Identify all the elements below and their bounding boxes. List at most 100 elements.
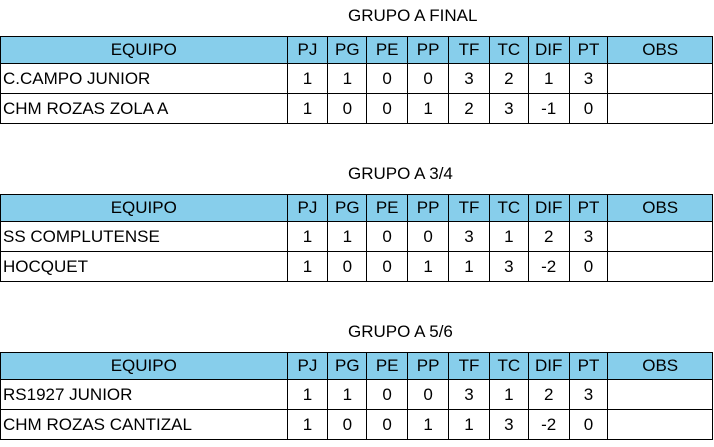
cell-dif: 2 bbox=[527, 379, 570, 410]
header-dif: DIF bbox=[527, 36, 570, 64]
table-row: CHM ROZAS ZOLA A 1 0 0 1 2 3 -1 0 bbox=[0, 93, 713, 124]
header-equipo: EQUIPO bbox=[0, 352, 288, 380]
standings-table: EQUIPO PJ PG PE PP TF TC DIF PT OBS C.CA… bbox=[0, 36, 713, 124]
header-tc: TC bbox=[488, 36, 529, 64]
cell-pg: 1 bbox=[327, 63, 368, 94]
cell-pe: 0 bbox=[366, 409, 409, 440]
table-header-row: EQUIPO PJ PG PE PP TF TC DIF PT OBS bbox=[0, 352, 713, 380]
header-pp: PP bbox=[407, 36, 450, 64]
cell-dif: -2 bbox=[527, 409, 570, 440]
header-tc: TC bbox=[488, 194, 529, 222]
cell-tc: 1 bbox=[488, 221, 529, 252]
cell-pg: 1 bbox=[327, 221, 368, 252]
cell-dif: 1 bbox=[527, 63, 570, 94]
table-row: C.CAMPO JUNIOR 1 1 0 0 3 2 1 3 bbox=[0, 63, 713, 94]
cell-tc: 3 bbox=[488, 93, 529, 124]
cell-pe: 0 bbox=[366, 221, 409, 252]
header-pt: PT bbox=[568, 194, 609, 222]
cell-tf: 1 bbox=[448, 251, 490, 282]
header-pe: PE bbox=[366, 36, 409, 64]
cell-pg: 0 bbox=[327, 93, 368, 124]
cell-team: SS COMPLUTENSE bbox=[0, 221, 288, 252]
header-pp: PP bbox=[407, 194, 450, 222]
header-tc: TC bbox=[488, 352, 529, 380]
cell-tf: 3 bbox=[448, 221, 490, 252]
header-pg: PG bbox=[327, 36, 368, 64]
header-tf: TF bbox=[448, 194, 490, 222]
header-pg: PG bbox=[327, 194, 368, 222]
cell-pg: 0 bbox=[327, 251, 368, 282]
cell-pj: 1 bbox=[286, 379, 329, 410]
header-pj: PJ bbox=[286, 194, 329, 222]
group-title-text: GRUPO A 5/6 bbox=[348, 322, 453, 341]
cell-dif: 2 bbox=[527, 221, 570, 252]
cell-pt: 0 bbox=[568, 251, 609, 282]
cell-pj: 1 bbox=[286, 251, 329, 282]
cell-tc: 3 bbox=[488, 409, 529, 440]
cell-pe: 0 bbox=[366, 63, 409, 94]
cell-pg: 1 bbox=[327, 379, 368, 410]
header-pg: PG bbox=[327, 352, 368, 380]
cell-pp: 1 bbox=[407, 251, 450, 282]
group-title: GRUPO A FINAL bbox=[0, 5, 714, 27]
header-obs: OBS bbox=[607, 36, 713, 64]
header-dif: DIF bbox=[527, 194, 570, 222]
cell-pp: 0 bbox=[407, 63, 450, 94]
table-row: RS1927 JUNIOR 1 1 0 0 3 1 2 3 bbox=[0, 379, 713, 410]
group-title: GRUPO A 5/6 bbox=[0, 321, 714, 343]
cell-dif: -2 bbox=[527, 251, 570, 282]
cell-tf: 3 bbox=[448, 379, 490, 410]
cell-pp: 0 bbox=[407, 379, 450, 410]
header-pj: PJ bbox=[286, 352, 329, 380]
table-header-row: EQUIPO PJ PG PE PP TF TC DIF PT OBS bbox=[0, 36, 713, 64]
cell-pp: 0 bbox=[407, 221, 450, 252]
header-obs: OBS bbox=[607, 352, 713, 380]
table-row: CHM ROZAS CANTIZAL 1 0 0 1 1 3 -2 0 bbox=[0, 409, 713, 440]
header-equipo: EQUIPO bbox=[0, 36, 288, 64]
group-title: GRUPO A 3/4 bbox=[0, 163, 714, 185]
header-pe: PE bbox=[366, 194, 409, 222]
header-pj: PJ bbox=[286, 36, 329, 64]
group-title-text: GRUPO A 3/4 bbox=[348, 164, 453, 183]
table-row: SS COMPLUTENSE 1 1 0 0 3 1 2 3 bbox=[0, 221, 713, 252]
header-pt: PT bbox=[568, 352, 609, 380]
cell-team: HOCQUET bbox=[0, 251, 288, 282]
cell-pg: 0 bbox=[327, 409, 368, 440]
group-title-text: GRUPO A FINAL bbox=[348, 6, 478, 25]
cell-tc: 2 bbox=[488, 63, 529, 94]
header-tf: TF bbox=[448, 36, 490, 64]
cell-pe: 0 bbox=[366, 379, 409, 410]
cell-tc: 1 bbox=[488, 379, 529, 410]
cell-team: CHM ROZAS CANTIZAL bbox=[0, 409, 288, 440]
header-obs: OBS bbox=[607, 194, 713, 222]
cell-pj: 1 bbox=[286, 221, 329, 252]
cell-tf: 3 bbox=[448, 63, 490, 94]
header-tf: TF bbox=[448, 352, 490, 380]
standings-table: EQUIPO PJ PG PE PP TF TC DIF PT OBS RS19… bbox=[0, 352, 713, 440]
cell-tc: 3 bbox=[488, 251, 529, 282]
cell-obs bbox=[607, 409, 713, 440]
cell-obs bbox=[607, 251, 713, 282]
cell-obs bbox=[607, 379, 713, 410]
table-header-row: EQUIPO PJ PG PE PP TF TC DIF PT OBS bbox=[0, 194, 713, 222]
cell-pe: 0 bbox=[366, 93, 409, 124]
header-equipo: EQUIPO bbox=[0, 194, 288, 222]
cell-pe: 0 bbox=[366, 251, 409, 282]
cell-team: RS1927 JUNIOR bbox=[0, 379, 288, 410]
cell-pp: 1 bbox=[407, 93, 450, 124]
cell-pj: 1 bbox=[286, 409, 329, 440]
cell-pj: 1 bbox=[286, 93, 329, 124]
cell-obs bbox=[607, 221, 713, 252]
cell-tf: 2 bbox=[448, 93, 490, 124]
cell-obs bbox=[607, 63, 713, 94]
cell-tf: 1 bbox=[448, 409, 490, 440]
header-pe: PE bbox=[366, 352, 409, 380]
cell-team: C.CAMPO JUNIOR bbox=[0, 63, 288, 94]
cell-pt: 3 bbox=[568, 63, 609, 94]
cell-pp: 1 bbox=[407, 409, 450, 440]
header-pt: PT bbox=[568, 36, 609, 64]
cell-team: CHM ROZAS ZOLA A bbox=[0, 93, 288, 124]
cell-dif: -1 bbox=[527, 93, 570, 124]
cell-pt: 3 bbox=[568, 379, 609, 410]
cell-pj: 1 bbox=[286, 63, 329, 94]
